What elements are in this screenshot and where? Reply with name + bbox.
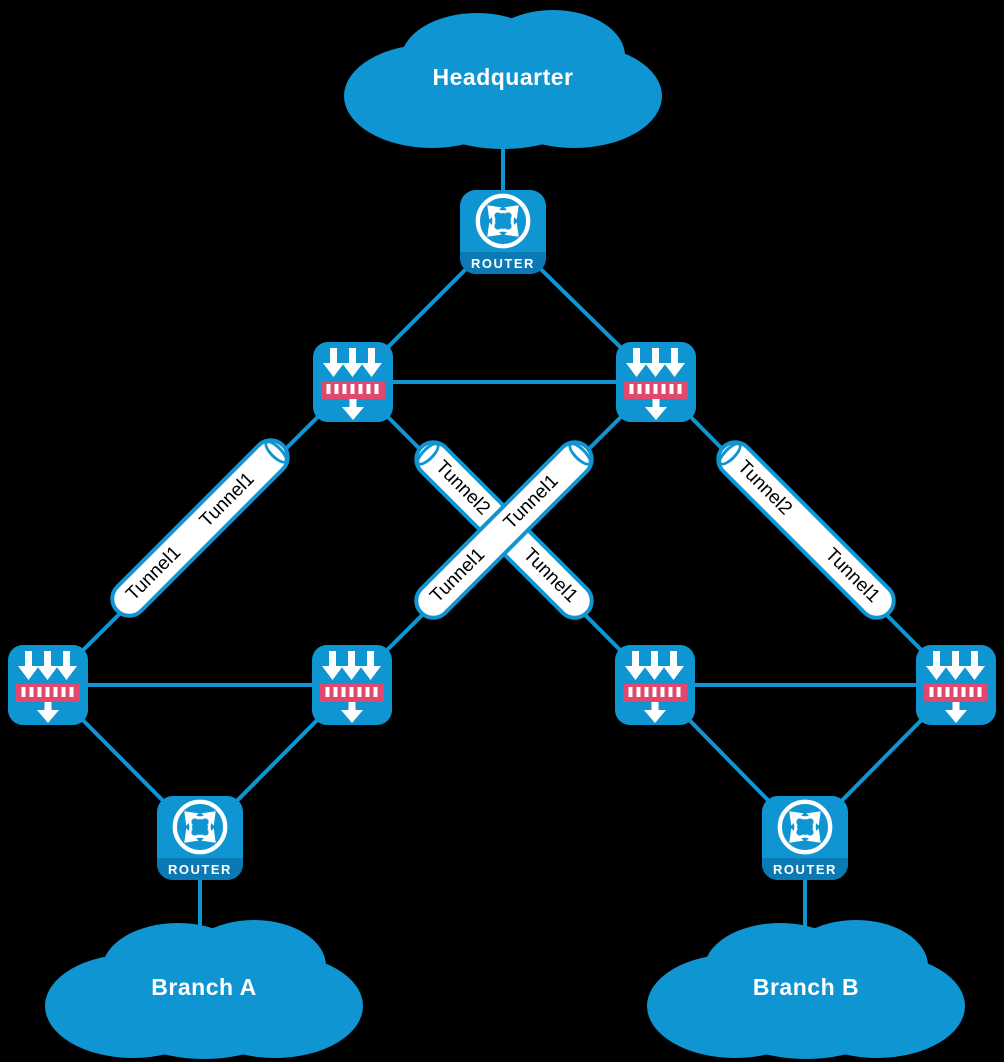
- router-hq: ROUTER: [460, 190, 546, 274]
- router-icon: [475, 193, 531, 249]
- gateway-branch-a-1: [8, 645, 88, 725]
- router-branch-b: ROUTER: [762, 796, 848, 880]
- lb-icon: [16, 651, 80, 723]
- gateway-hq-right: [616, 342, 696, 422]
- cloud-icon: [344, 10, 662, 149]
- router-icon: [172, 799, 228, 855]
- lb-icon: [624, 348, 688, 420]
- router-label: ROUTER: [762, 858, 848, 880]
- lb-icon: [320, 651, 384, 723]
- router-branch-a: ROUTER: [157, 796, 243, 880]
- lb-icon: [623, 651, 687, 723]
- router-icon: [777, 799, 833, 855]
- gateway-branch-b-2: [916, 645, 996, 725]
- cloud-icon: [647, 920, 965, 1059]
- gateway-hq-left: [313, 342, 393, 422]
- router-label: ROUTER: [157, 858, 243, 880]
- cloud-label: Headquarter: [432, 63, 574, 90]
- gateway-branch-a-2: [312, 645, 392, 725]
- cloud-headquarter: Headquarter: [337, 2, 669, 152]
- lb-icon: [321, 348, 385, 420]
- cloud-branch-a: Branch A: [38, 912, 370, 1062]
- lb-icon: [924, 651, 988, 723]
- cloud-label: Branch A: [151, 973, 257, 1000]
- cloud-label: Branch B: [752, 973, 860, 1000]
- router-label: ROUTER: [460, 252, 546, 274]
- cloud-icon: [45, 920, 363, 1059]
- gateway-branch-b-1: [615, 645, 695, 725]
- cloud-branch-b: Branch B: [640, 912, 972, 1062]
